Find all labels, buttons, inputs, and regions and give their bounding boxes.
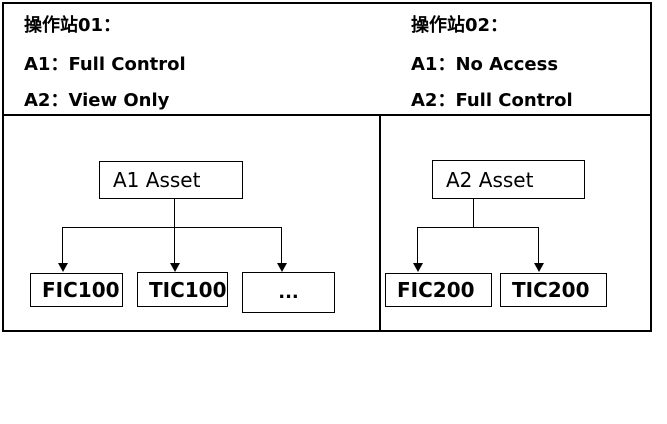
a1-asset-root-box: A1 Asset [99, 161, 243, 199]
ellipsis-label: ... [278, 282, 299, 303]
tic200-box: TIC200 [500, 273, 607, 307]
a2-arrow-line-1 [417, 228, 418, 264]
a2-arrow-head-2 [534, 263, 544, 272]
header-divider-line [2, 114, 652, 116]
a1-arrow-head-1 [58, 263, 68, 272]
tic100-label: TIC100 [149, 277, 227, 302]
a2-asset-root-label: A2 Asset [446, 167, 534, 192]
a1-arrow-head-2 [170, 263, 180, 272]
a1-connector-rail [62, 227, 282, 228]
a2-asset-root-box: A2 Asset [432, 160, 585, 199]
a2-connector-rail [417, 227, 539, 228]
a2-arrow-head-1 [413, 263, 423, 272]
a1-asset-root-label: A1 Asset [113, 168, 201, 192]
a1-arrow-line-1 [62, 228, 63, 264]
panel-divider-line [379, 114, 381, 332]
fic100-box: FIC100 [30, 273, 123, 307]
tic100-box: TIC100 [137, 272, 228, 307]
tic200-label: TIC200 [512, 278, 590, 302]
a1-arrow-head-3 [277, 263, 287, 272]
station-2-title: 操作站02： [411, 15, 509, 36]
a1-arrow-line-2 [174, 228, 175, 264]
ellipsis-box: ... [242, 272, 335, 313]
a1-arrow-line-3 [281, 228, 282, 264]
fic200-label: FIC200 [397, 278, 475, 302]
station-1-permission-a2: A2：View Only [24, 90, 170, 111]
station-2-permission-a1: A1：No Access [411, 54, 559, 75]
station-1-title: 操作站01： [24, 15, 122, 36]
fic100-label: FIC100 [42, 278, 120, 302]
a2-arrow-line-2 [538, 228, 539, 264]
station-1-permission-a1: A1：Full Control [24, 54, 186, 75]
a2-connector-stem [473, 199, 474, 228]
station-2-permission-a2: A2：Full Control [411, 90, 573, 111]
fic200-box: FIC200 [385, 273, 492, 307]
a1-connector-stem [174, 199, 175, 228]
diagram-frame [2, 2, 652, 332]
